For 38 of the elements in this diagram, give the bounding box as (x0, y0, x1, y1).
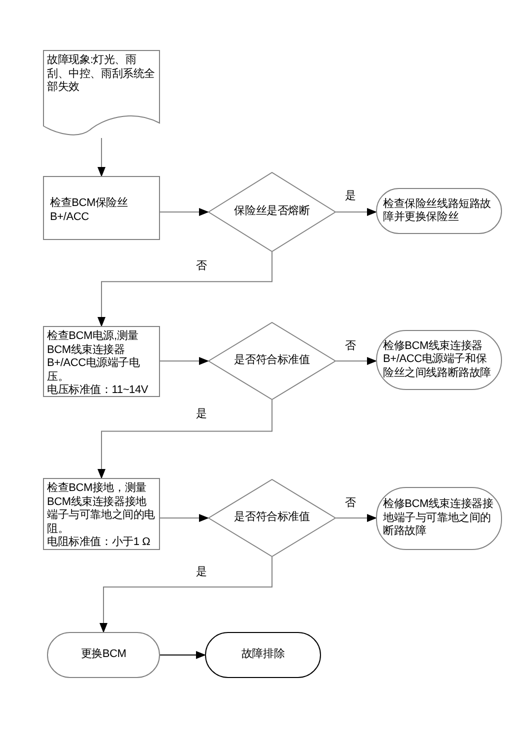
step-text: 检查BCM接地，测量BCM线束连接器接地端子与可靠地之间的电阻。 (47, 482, 156, 536)
step-text: 检查BCM电源,测量BCM线束连接器B+/ACC电源端子电压。 (47, 330, 141, 384)
decision-diamond (208, 479, 336, 557)
arrow (160, 514, 209, 522)
question-text: 是否符合标准值 (234, 354, 310, 368)
arrow (98, 252, 272, 327)
edge-label: 是 (194, 408, 209, 422)
decision-diamond (208, 322, 336, 400)
edge-label: 否 (343, 497, 358, 510)
edge-label: 否 (343, 340, 358, 354)
terminal-box: 更换BCM (47, 632, 160, 678)
terminal-box: 故障排除 (205, 632, 321, 678)
question-text: 保险丝是否熔断 (234, 205, 310, 219)
arrow (160, 357, 209, 365)
decision-diamond (208, 172, 336, 252)
step-text: 故障现象:灯光、雨刮、中控、雨刮系统全部失效 (47, 54, 156, 94)
arrow (98, 400, 272, 479)
process-box (43, 326, 160, 397)
arrow (100, 556, 272, 633)
question-text: 是否符合标准值 (234, 511, 310, 525)
process-box (43, 478, 160, 550)
document-shape (43, 50, 160, 138)
terminal-box: 检修BCM线束连接器接地端子与可靠地之间的断路故障 (376, 487, 502, 550)
arrow (98, 138, 106, 177)
edge-label: 是 (343, 190, 358, 204)
arrow (336, 208, 377, 216)
step-text: 电压标准值：11~14V (47, 384, 150, 398)
step-text: 电阻标准值：小于1 Ω (47, 536, 152, 550)
arrow (336, 357, 377, 365)
edge-label: 是 (194, 566, 209, 580)
arrow (160, 651, 206, 659)
process-box (43, 176, 160, 240)
arrow (160, 208, 209, 216)
terminal-box: 检查保险丝线路短路故障并更换保险丝 (376, 188, 502, 234)
arrow (336, 514, 377, 522)
terminal-box: 检修BCM线束连接器B+/ACC电源端子和保险丝之间线路断路故障 (376, 330, 502, 390)
step-text: 检查BCM保险丝 B+/ACC (50, 197, 129, 224)
edge-label: 否 (194, 260, 209, 274)
